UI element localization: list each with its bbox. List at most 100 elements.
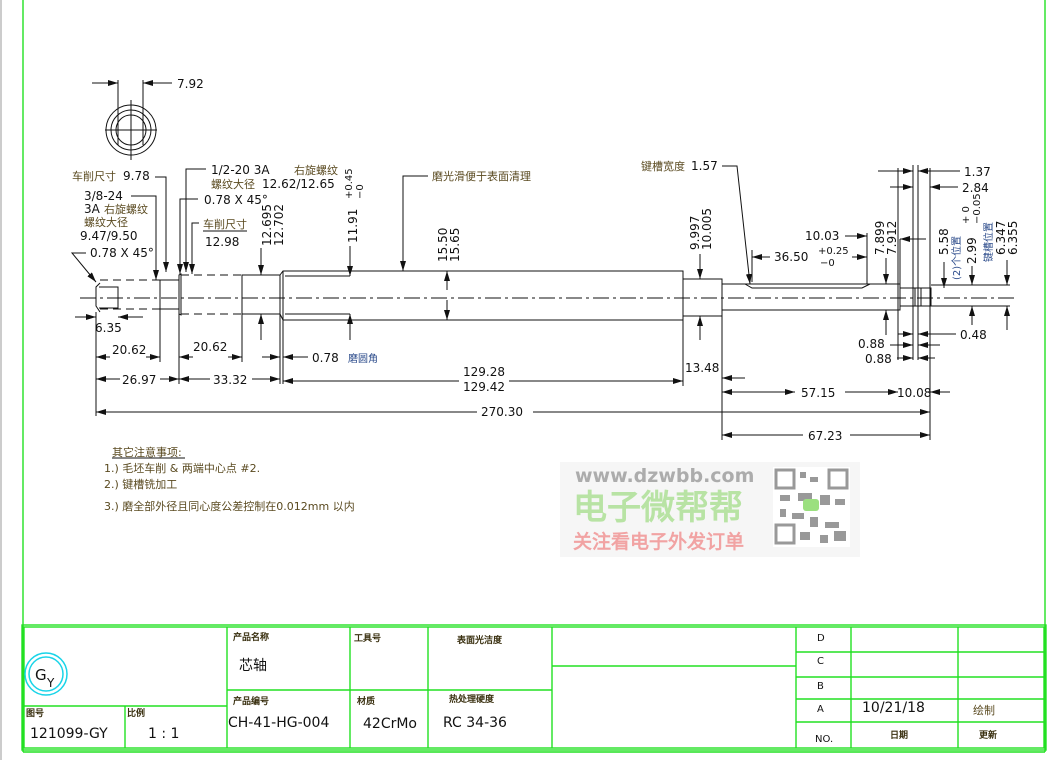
watermark-url: www.dzwbb.com bbox=[575, 465, 754, 487]
rev-no-header: NO. bbox=[815, 734, 833, 745]
dim-10-005: 10.005 bbox=[700, 208, 714, 250]
dim-9-78: 9.78 bbox=[123, 169, 150, 183]
surface-finish-label: 表面光洁度 bbox=[456, 634, 503, 646]
dim-0-48: 0.48 bbox=[960, 328, 987, 342]
thread-class: 3A bbox=[84, 202, 101, 216]
rev-date: 10/21/18 bbox=[862, 700, 925, 716]
dim-270-30: 270.30 bbox=[481, 405, 523, 419]
dim-11-91-tol-up: +0.45 bbox=[344, 168, 355, 199]
end-view: 7.92 bbox=[92, 77, 204, 160]
qr-code-icon bbox=[773, 467, 850, 547]
thread-hand-mid: 右旋螺纹 bbox=[294, 163, 338, 177]
product-name: 芯轴 bbox=[239, 658, 267, 674]
note-item: 3.) 磨全部外径且同心度公差控制在0.012mm 以内 bbox=[104, 499, 355, 513]
rev-update-header: 更新 bbox=[979, 729, 997, 741]
dim-2-99-tol-dn: −0.05 bbox=[972, 193, 983, 224]
dim-6-355: 6.355 bbox=[1006, 221, 1020, 255]
rev-date-header: 日期 bbox=[890, 729, 908, 741]
svg-text:G: G bbox=[35, 666, 47, 684]
keyway-dims: 键槽宽度 1.57 10.03 36.50 +0.25 −0 7.899 7.9… bbox=[641, 159, 1020, 366]
dim-11-91: 11.91 bbox=[346, 209, 360, 243]
left-thread-annotations: 车削尺寸 9.78 3/8-24 3A 右旋螺纹 螺纹大径 9.47/9.50 … bbox=[70, 169, 169, 283]
dim-2-99-note: 键槽位置 bbox=[982, 222, 995, 262]
dim-5-58-note: (2)个位置 bbox=[950, 236, 963, 280]
scale-label: 比例 bbox=[127, 707, 145, 719]
material: 42CrMo bbox=[363, 716, 417, 732]
mid-thread-annotations: 1/2-20 3A 右旋螺纹 螺纹大径 12.62/12.65 0.78 X 4… bbox=[177, 163, 338, 274]
heat-treat-label: 热处理硬度 bbox=[449, 693, 495, 705]
notes: 其它注意事项: 1.) 毛坯车削 & 两端中心点 #2. 2.) 键槽铣加工 3… bbox=[104, 445, 355, 513]
dim-12-695: 12.695 bbox=[260, 204, 274, 246]
watermark-brand: 电子微帮帮 bbox=[573, 488, 743, 528]
dim-26-97: 26.97 bbox=[122, 373, 156, 387]
dim-67-23: 67.23 bbox=[808, 429, 842, 443]
dim-7-912: 7.912 bbox=[885, 221, 899, 255]
notes-title: 其它注意事项: bbox=[112, 445, 182, 459]
dim-33-32: 33.32 bbox=[213, 373, 247, 387]
dim-57-15: 57.15 bbox=[801, 386, 835, 400]
dim-0-78-note: 磨圆角 bbox=[348, 353, 378, 365]
dim-13-48: 13.48 bbox=[685, 361, 719, 375]
dim-12-702: 12.702 bbox=[272, 204, 286, 246]
dim-12-98: 12.98 bbox=[205, 235, 239, 249]
dim-2-99: 2.99 bbox=[965, 237, 979, 264]
turn-size-label: 车削尺寸 bbox=[72, 169, 116, 183]
dim-9-997: 9.997 bbox=[688, 216, 702, 250]
watermark: www.dzwbb.com 电子微帮帮 关注看电子外发订单 bbox=[560, 462, 860, 557]
chamfer-mid: 0.78 X 45° bbox=[204, 193, 268, 207]
dim-9-47: 9.47/9.50 bbox=[80, 229, 137, 243]
drawing-no: 121099-GY bbox=[30, 726, 108, 742]
rev-update: 绘制 bbox=[973, 703, 995, 717]
dim-6-35: 6.35 bbox=[95, 321, 122, 335]
thread-spec-mid: 1/2-20 3A bbox=[211, 163, 270, 177]
dim-11-91-tol-dn: −0 bbox=[355, 184, 366, 199]
chamfer-left: 0.78 X 45° bbox=[90, 246, 154, 260]
major-dia-label: 螺纹大径 bbox=[84, 215, 128, 229]
drawing-no-label: 图号 bbox=[26, 708, 44, 719]
polish-note: 磨光滑便于表面清理 bbox=[432, 169, 531, 183]
dim-36-50-tol-up: +0.25 bbox=[818, 246, 849, 257]
title-block: G Y 图号 121099-GY 比例 1 : 1 产品名称 芯轴 产品编号 C… bbox=[21, 624, 1047, 751]
dim-0-88-b: 0.88 bbox=[865, 352, 892, 366]
dim-36-50: 36.50 bbox=[774, 250, 808, 264]
dim-36-50-tol-dn: −0 bbox=[820, 258, 835, 269]
scale-value: 1 : 1 bbox=[148, 726, 179, 742]
rev-no: D bbox=[817, 633, 825, 644]
major-dia-label-mid: 螺纹大径 bbox=[211, 177, 255, 191]
dim-0-78: 0.78 bbox=[312, 351, 339, 365]
material-label: 材质 bbox=[356, 695, 375, 707]
dim-1-57: 1.57 bbox=[691, 159, 718, 173]
note-item: 1.) 毛坯车削 & 两端中心点 #2. bbox=[104, 461, 260, 475]
product-code-label: 产品编号 bbox=[233, 695, 269, 707]
diameter-dims: 12.695 12.702 11.91 +0.45 −0 磨光滑便于表面清理 1… bbox=[258, 168, 714, 340]
rev-no: B bbox=[817, 681, 824, 692]
dim-7-899: 7.899 bbox=[873, 221, 887, 255]
dim-2-84: 2.84 bbox=[962, 181, 989, 195]
note-item: 2.) 键槽铣加工 bbox=[104, 477, 177, 491]
dim-0-88-a: 0.88 bbox=[858, 337, 885, 351]
key-width-label: 键槽宽度 bbox=[641, 159, 685, 173]
dim-20-62-a: 20.62 bbox=[112, 343, 146, 357]
dim-1-37: 1.37 bbox=[964, 165, 991, 179]
watermark-slogan: 关注看电子外发订单 bbox=[573, 530, 744, 553]
dim-129-28: 129.28 bbox=[463, 365, 505, 379]
dim-10-03: 10.03 bbox=[805, 229, 839, 243]
rev-no: C bbox=[817, 656, 824, 667]
revision-table: D C B A 10/21/18 绘制 NO. 日期 更新 bbox=[815, 633, 997, 745]
company-logo: G Y bbox=[24, 652, 68, 696]
turn-size-label-mid: 车削尺寸 bbox=[203, 217, 247, 231]
dim-12-62: 12.62/12.65 bbox=[262, 177, 335, 191]
dim-2-99-tol-up: + 0 bbox=[961, 206, 972, 224]
thread-spec: 3/8-24 bbox=[84, 189, 123, 203]
thread-hand: 右旋螺纹 bbox=[104, 202, 148, 216]
product-code: CH-41-HG-004 bbox=[228, 715, 329, 731]
svg-text:Y: Y bbox=[46, 676, 55, 690]
dim-129-42: 129.42 bbox=[463, 380, 505, 394]
tool-no-label: 工具号 bbox=[354, 633, 381, 644]
dim-6-347: 6.347 bbox=[994, 221, 1008, 255]
dim-7-92: 7.92 bbox=[177, 77, 204, 91]
heat-treat-value: RC 34-36 bbox=[443, 715, 507, 731]
shaft-profile bbox=[80, 270, 1015, 321]
rev-no: A bbox=[817, 704, 824, 715]
